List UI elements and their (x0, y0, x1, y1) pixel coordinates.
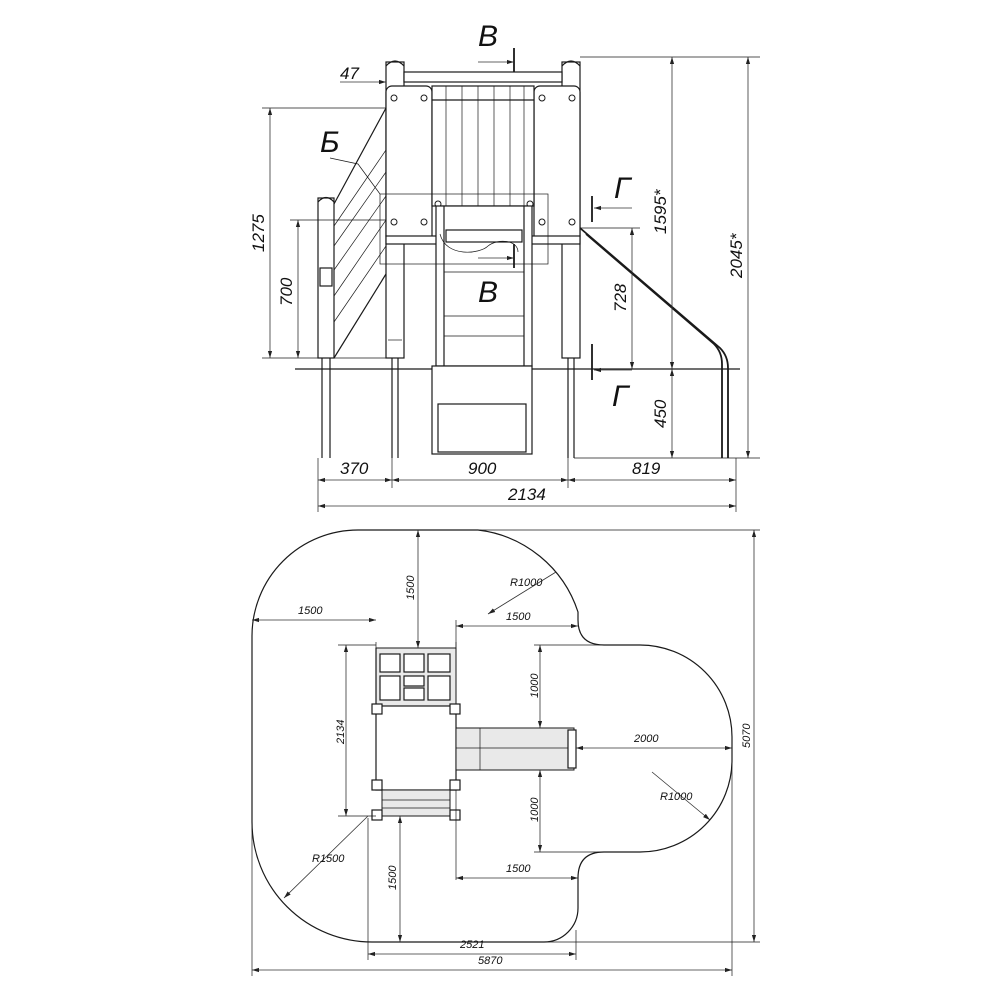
dim-700: 700 (277, 277, 296, 306)
top-rail (403, 71, 563, 83)
dim-370: 370 (340, 459, 369, 478)
right-side-panel (533, 85, 581, 243)
left-side-panel (385, 85, 433, 243)
dim-819: 819 (632, 459, 661, 478)
ladder (333, 107, 387, 359)
section-b-label: Б (320, 126, 340, 159)
slide-chute (431, 205, 533, 455)
plan-slide (455, 727, 577, 771)
section-v-top: В (478, 20, 498, 53)
plan-dim-5870: 5870 (478, 955, 503, 967)
plan-dim-mid-1500: 1500 (506, 611, 531, 623)
dim-728: 728 (611, 283, 630, 312)
dim-450: 450 (651, 399, 670, 428)
detail-b-leader (329, 157, 381, 195)
plan-r1000-top: R1000 (510, 577, 543, 589)
plan-dim-1000-lower: 1000 (529, 797, 541, 822)
ladder-post (317, 196, 335, 458)
plan-dim-left-1500: 1500 (298, 605, 323, 617)
plan-climbing-frame (375, 642, 457, 707)
dim-2134: 2134 (507, 485, 546, 504)
plan-r1000-right: R1000 (660, 791, 693, 803)
plan-dim-bottom-1500-h: 1500 (506, 863, 531, 875)
plan-dim-2521: 2521 (459, 939, 484, 951)
handrail-tube (579, 227, 729, 458)
section-v-bottom: В (478, 276, 498, 309)
front-elevation: 47 1275 700 728 1595* 2045* 450 370 (249, 20, 760, 512)
dim-1595: 1595* (651, 188, 670, 234)
dim-1275: 1275 (249, 214, 268, 252)
dim-900: 900 (468, 459, 497, 478)
dim-2045: 2045* (727, 232, 746, 279)
section-g-top: Г (614, 172, 633, 205)
plan-ladder-steps (371, 789, 461, 821)
plan-dim-1000-upper: 1000 (529, 673, 541, 698)
plan-view: 1500 1500 1500 R1000 1000 2134 2000 R100… (251, 529, 760, 976)
bolt-marks (390, 94, 576, 226)
plan-platform (371, 703, 461, 791)
plan-dim-5070: 5070 (741, 723, 753, 748)
dim-47: 47 (340, 64, 359, 83)
plan-dim-top-1500: 1500 (405, 575, 417, 600)
plan-dim-2000: 2000 (633, 733, 659, 745)
plan-dim-2134: 2134 (335, 720, 347, 745)
section-g-bottom: Г (612, 380, 631, 413)
plan-r1500: R1500 (312, 853, 345, 865)
plan-dim-bottom-1500: 1500 (387, 865, 399, 890)
back-wall-slats (431, 85, 535, 207)
